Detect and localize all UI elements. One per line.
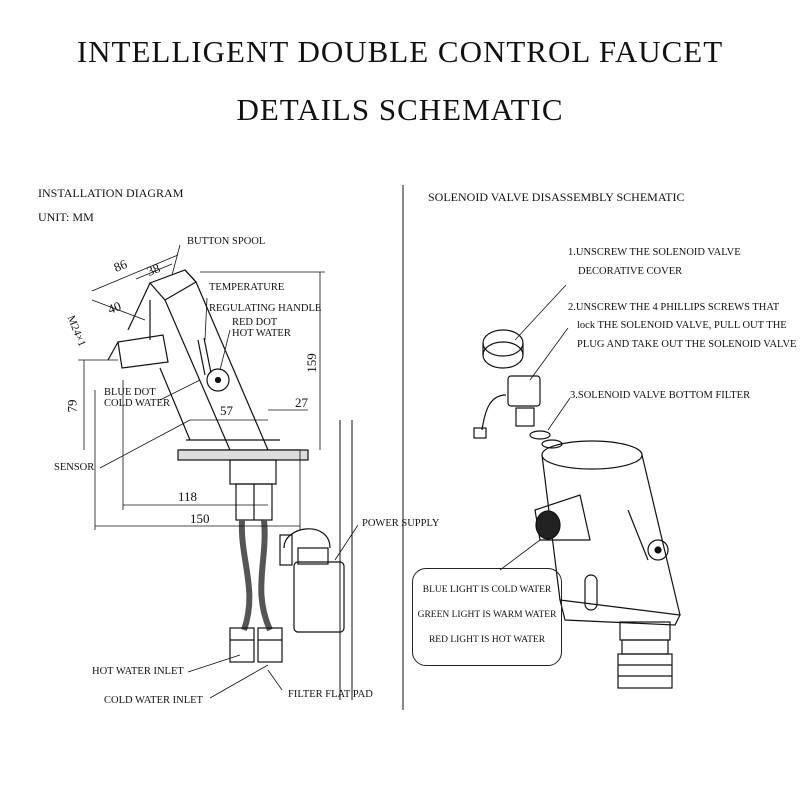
dim-118: 118	[178, 489, 198, 504]
faucet-side-view	[107, 269, 353, 700]
step2-line2: lock THE SOLENOID VALVE, PULL OUT THE	[577, 320, 787, 331]
filter-flat-pad-label: FILTER FLAT PAD	[288, 689, 373, 700]
red-dot-label: RED DOT	[232, 317, 278, 328]
dim-57: 57	[220, 403, 233, 418]
installation-diagram-heading: INSTALLATION DIAGRAM	[38, 186, 184, 200]
blue-dot-label: BLUE DOT	[104, 387, 156, 398]
temperature-label: TEMPERATURE	[209, 282, 285, 293]
dim-159: 159	[303, 353, 319, 373]
solenoid-exploded-view	[473, 329, 681, 689]
cold-water-label: COLD WATER	[104, 398, 171, 409]
cold-water-inlet-label: COLD WATER INLET	[104, 695, 203, 706]
power-supply-box	[293, 561, 345, 633]
hot-water-label: HOT WATER	[232, 328, 291, 339]
dim-150: 150	[190, 511, 210, 526]
sensor-label: SENSOR	[54, 462, 95, 473]
countertop	[177, 449, 309, 461]
step2-line1: 2.UNSCREW THE 4 PHILLIPS SCREWS THAT	[568, 302, 780, 313]
button-spool-label: BUTTON SPOOL	[187, 236, 266, 247]
legend-green: GREEN LIGHT IS WARM WATER	[417, 610, 557, 620]
legend-blue: BLUE LIGHT IS COLD WATER	[422, 585, 552, 595]
right-leader-lines	[499, 284, 571, 571]
dim-79: 79	[64, 399, 80, 413]
legend-red: RED LIGHT IS HOT WATER	[428, 635, 546, 645]
main-title-line2: DETAILS SCHEMATIC	[236, 92, 564, 127]
hot-water-inlet-label: HOT WATER INLET	[92, 666, 184, 677]
light-legend-box: BLUE LIGHT IS COLD WATER GREEN LIGHT IS …	[412, 568, 562, 666]
unit-label: UNIT: MM	[38, 210, 94, 224]
step1-line1: 1.UNSCREW THE SOLENOID VALVE	[568, 247, 741, 258]
power-supply-label: POWER SUPPLY	[362, 518, 440, 529]
step3-label: 3.SOLENOID VALVE BOTTOM FILTER	[570, 390, 751, 401]
step2-line3: PLUG AND TAKE OUT THE SOLENOID VALVE	[577, 339, 797, 350]
step1-line2: DECORATIVE COVER	[578, 266, 683, 277]
solenoid-heading: SOLENOID VALVE DISASSEMBLY SCHEMATIC	[428, 190, 685, 204]
temperature-knob	[206, 368, 230, 392]
dim-27: 27	[295, 395, 308, 410]
main-title-line1: INTELLIGENT DOUBLE CONTROL FAUCET	[76, 34, 724, 69]
leader-lines	[99, 244, 359, 699]
regulating-handle-label: REGULATING HANDLE	[209, 303, 322, 314]
dimension-lines	[78, 254, 325, 530]
cold-water-inlet-nut	[257, 627, 283, 663]
hot-water-inlet-nut	[229, 627, 255, 663]
